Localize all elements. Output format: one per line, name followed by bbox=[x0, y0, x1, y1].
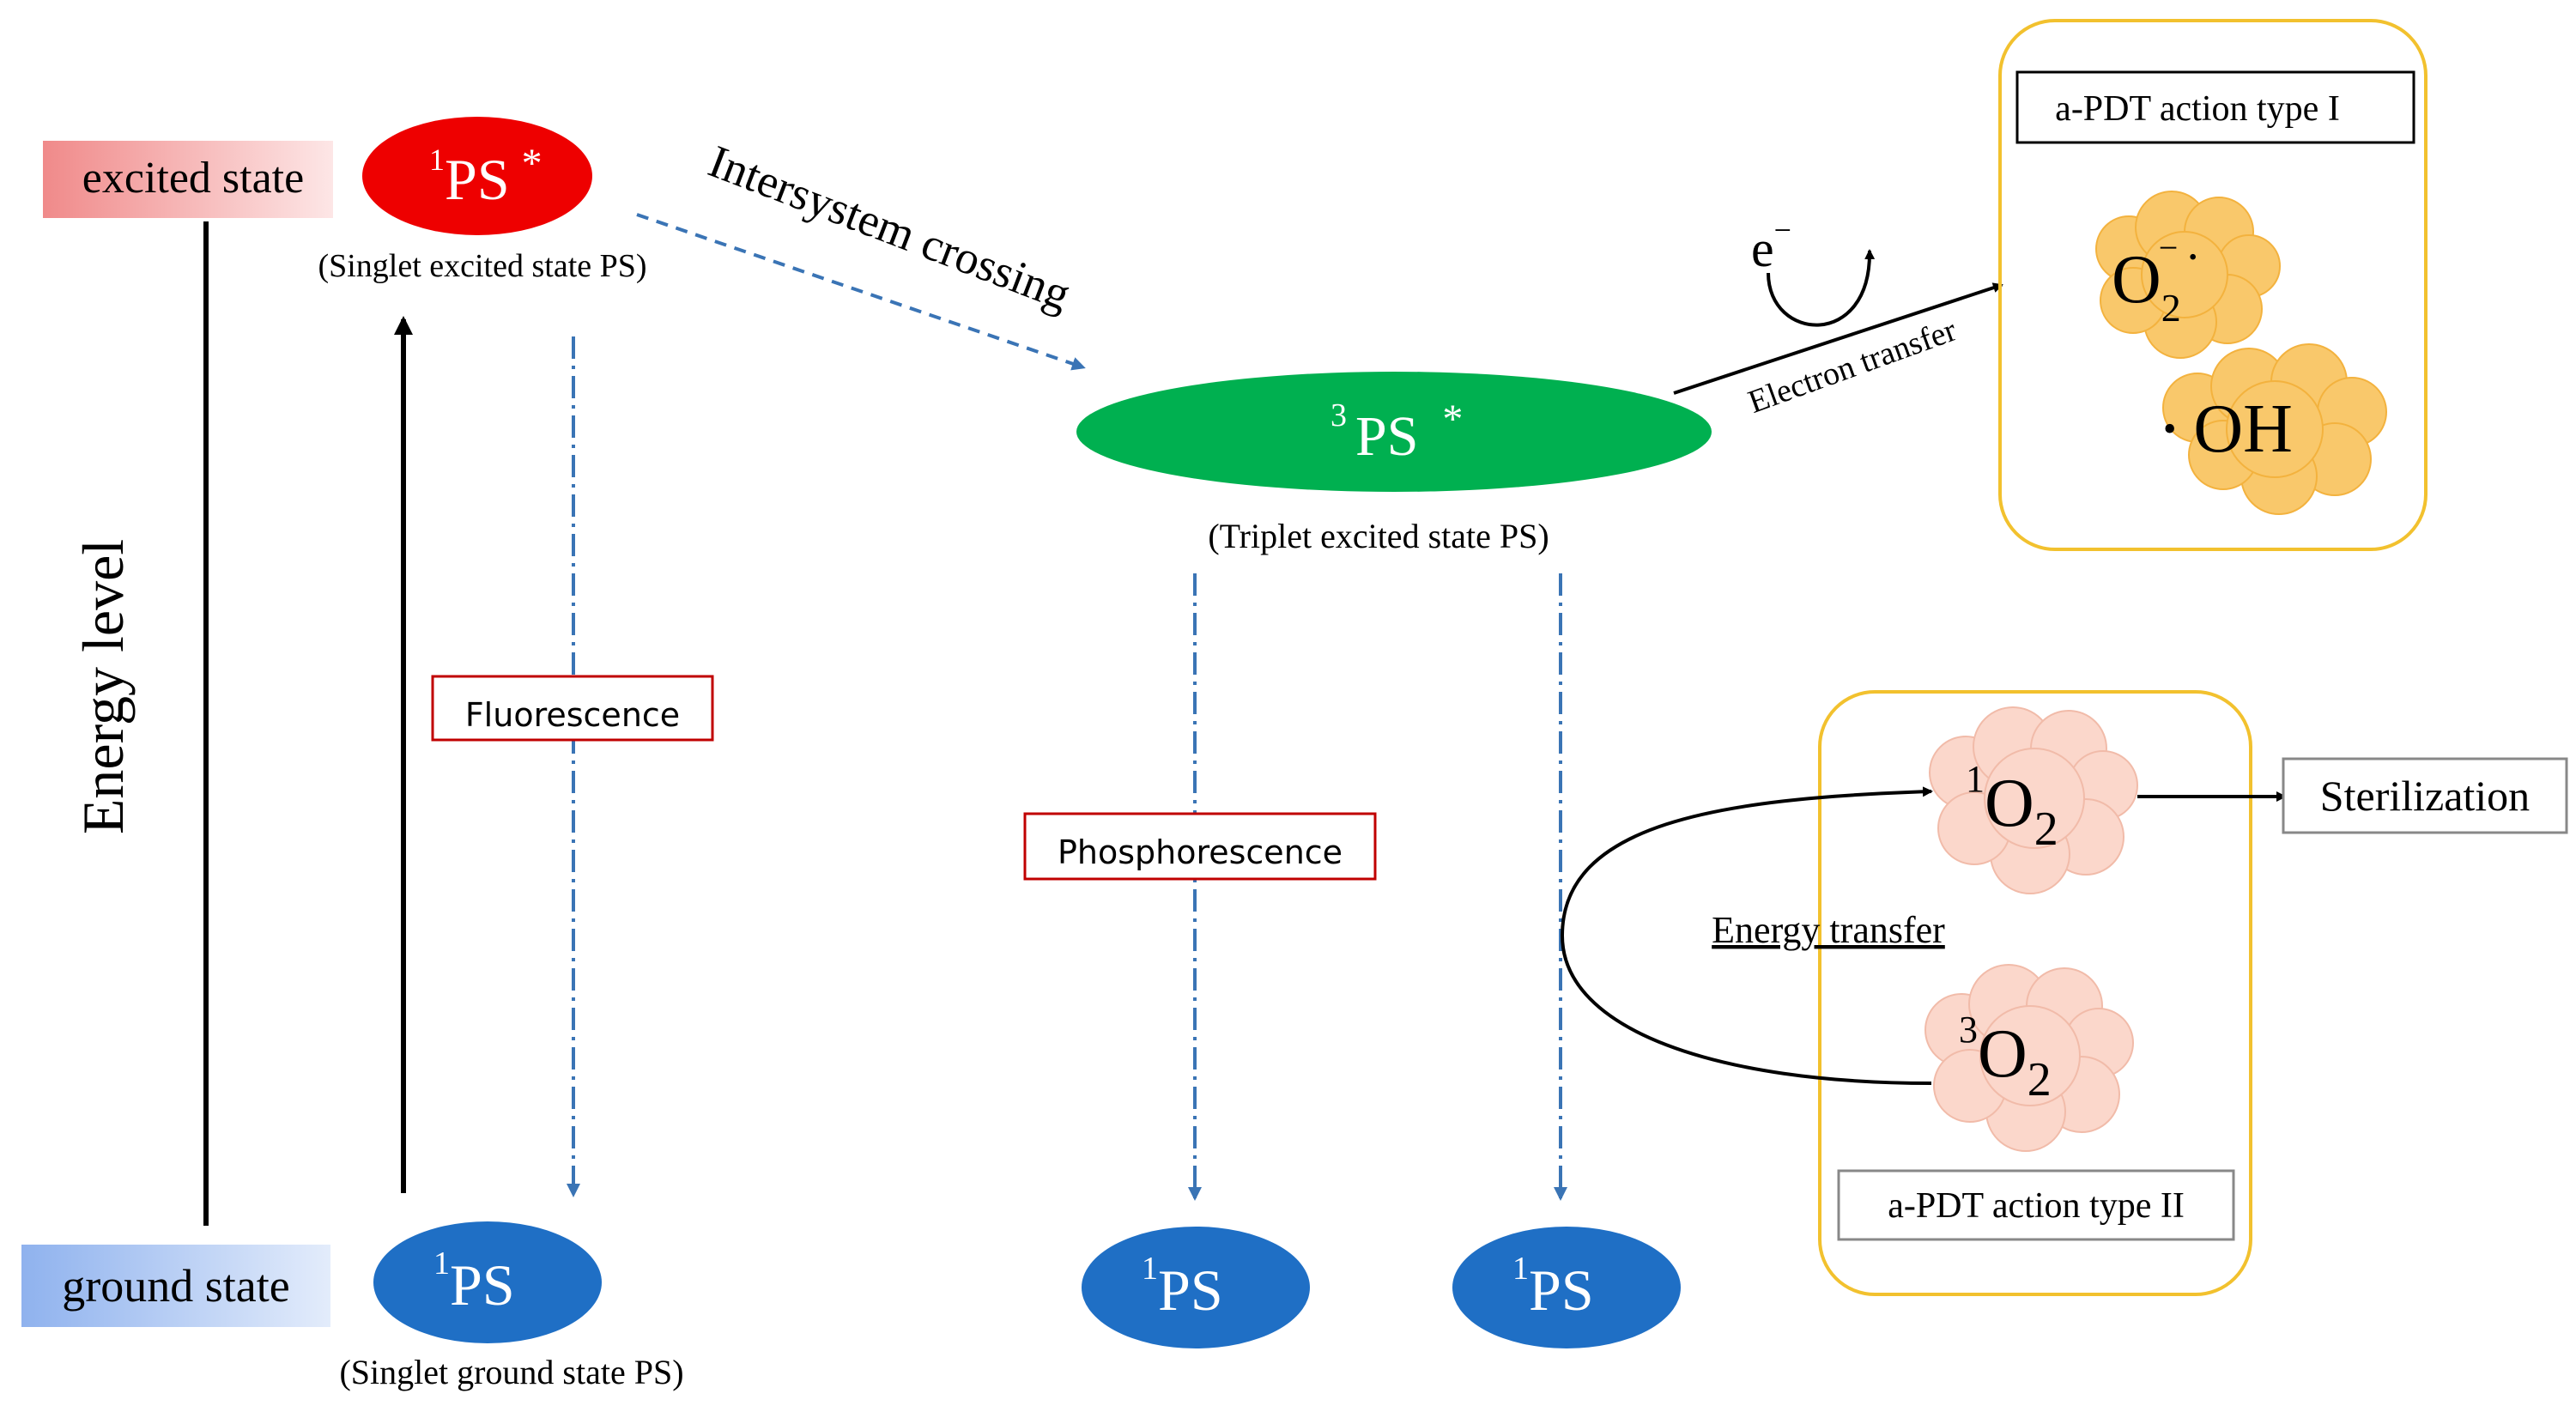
singlet-excited-ps-text: 1PS * bbox=[429, 141, 542, 212]
ground-ps-text-c: 1PS bbox=[1512, 1251, 1594, 1323]
triplet-excited-ps-node bbox=[1076, 372, 1712, 492]
hydroxyl-main: OH bbox=[2193, 391, 2293, 467]
energy-transfer-arrow bbox=[1560, 786, 1933, 1085]
singlet-excited-caption: (Singlet excited state PS) bbox=[318, 248, 646, 284]
excited-state-band bbox=[43, 141, 333, 218]
sterilization-box bbox=[2282, 757, 2568, 834]
fluorescence-label: Fluorescence bbox=[465, 696, 680, 734]
electron-symbol: e− bbox=[1751, 213, 1791, 277]
triplet-excited-tail: * bbox=[1442, 397, 1463, 442]
hydroxyl-cloud bbox=[2162, 343, 2387, 515]
superoxide-main: O bbox=[2112, 242, 2161, 318]
energy-level-label: Energy level bbox=[70, 539, 136, 834]
intersystem-crossing-label: Intersystem crossing bbox=[702, 135, 1077, 320]
singlet-oxygen-cloud bbox=[1929, 706, 2138, 894]
electron-charge: − bbox=[1774, 213, 1791, 247]
electron-transfer-label: Electron transfer bbox=[1743, 312, 1961, 421]
type1-title-box bbox=[2015, 70, 2415, 144]
hydroxyl-dot: • bbox=[2163, 408, 2176, 450]
singlet-ground-main: PS bbox=[450, 1252, 515, 1318]
singlet-ground-ps-text: 1PS bbox=[433, 1245, 515, 1318]
singlet-ground-sup: 1 bbox=[433, 1245, 450, 1282]
triplet-oxygen-sup: 3 bbox=[1959, 1009, 1978, 1051]
singlet-oxygen-main: O bbox=[1985, 766, 2034, 841]
ground-ps-node-c bbox=[1452, 1227, 1681, 1348]
electron-curl-arrow bbox=[1767, 249, 1876, 327]
electron-transfer-arrow bbox=[1673, 282, 2003, 395]
hydroxyl-text: • OH bbox=[2163, 391, 2293, 467]
superoxide-sup: − bbox=[2159, 228, 2179, 267]
triplet-oxygen-main: O bbox=[1978, 1016, 2027, 1092]
phosphorescence-label-box bbox=[1023, 812, 1377, 881]
singlet-excited-tail: * bbox=[522, 141, 542, 186]
superoxide-cloud bbox=[2095, 191, 2281, 359]
triplet-excited-sup: 3 bbox=[1330, 397, 1347, 433]
type2-title-box bbox=[1837, 1169, 2235, 1241]
type2-title: a-PDT action type II bbox=[1888, 1186, 2185, 1226]
ground-ps-text-b: 1PS bbox=[1142, 1251, 1223, 1323]
excited-state-label: excited state bbox=[82, 154, 304, 203]
singlet-excited-sup: 1 bbox=[429, 142, 445, 177]
ground-state-label: ground state bbox=[62, 1260, 289, 1312]
singlet-excited-main: PS bbox=[445, 147, 510, 212]
fluorescence-label-box bbox=[431, 675, 714, 742]
singlet-oxygen-text: 1O2 bbox=[1966, 758, 2058, 856]
superoxide-sub: 2 bbox=[2161, 286, 2181, 330]
superoxide-text: O2 −· bbox=[2112, 228, 2201, 330]
triplet-excited-caption: (Triplet excited state PS) bbox=[1208, 517, 1549, 555]
triplet-oxygen-sub: 2 bbox=[2027, 1053, 2052, 1106]
ground-state-band bbox=[21, 1245, 330, 1327]
type2-panel bbox=[1818, 690, 2252, 1296]
triplet-excited-main: PS bbox=[1355, 405, 1418, 468]
superoxide-dot: · bbox=[2185, 231, 2201, 284]
intersystem-crossing-arrow bbox=[636, 213, 1086, 371]
singlet-oxygen-sup: 1 bbox=[1966, 758, 1985, 800]
phosphorescence-label: Phosphorescence bbox=[1058, 833, 1343, 871]
singlet-ground-caption: (Singlet ground state PS) bbox=[339, 1353, 683, 1391]
singlet-oxygen-sub: 2 bbox=[2034, 803, 2058, 856]
triplet-oxygen-text: 3O2 bbox=[1959, 1009, 2052, 1106]
sterilization-label: Sterilization bbox=[2320, 772, 2530, 820]
energy-transfer-label: Energy transfer bbox=[1712, 909, 1945, 951]
ground-c-main: PS bbox=[1529, 1257, 1594, 1323]
triplet-oxygen-cloud bbox=[1924, 964, 2134, 1152]
type1-title: a-PDT action type I bbox=[2055, 89, 2340, 129]
ground-b-main: PS bbox=[1158, 1257, 1223, 1323]
singlet-ground-ps-node bbox=[373, 1221, 602, 1343]
type1-panel bbox=[1998, 19, 2428, 551]
ground-ps-node-b bbox=[1082, 1227, 1310, 1348]
singlet-excited-ps-node bbox=[362, 117, 592, 235]
ground-b-sup: 1 bbox=[1142, 1251, 1158, 1287]
ground-c-sup: 1 bbox=[1512, 1251, 1529, 1287]
